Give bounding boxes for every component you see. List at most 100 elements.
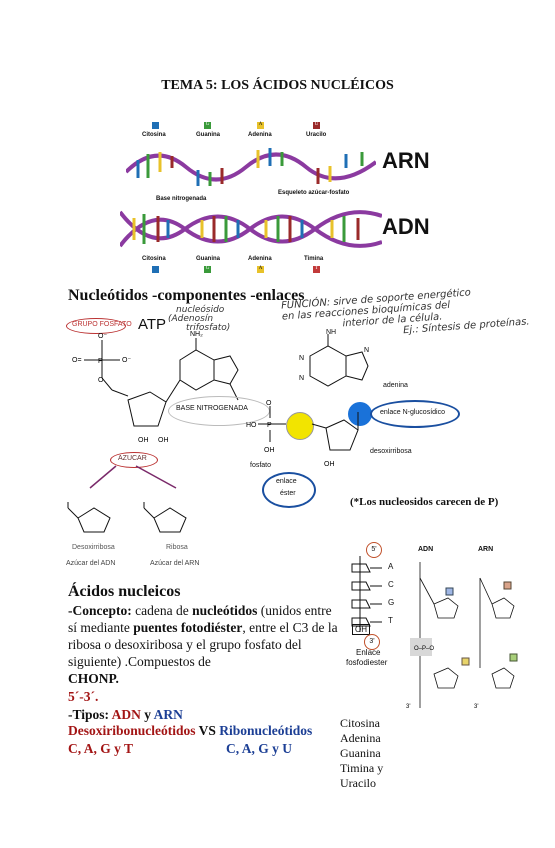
citosina-swatch: [152, 122, 159, 129]
bases-list: Citosina Adenina Guanina Timina y Uracil…: [340, 716, 383, 791]
svg-text:O: O: [266, 400, 272, 407]
svg-text:OH: OH: [324, 461, 335, 468]
svg-text:OH: OH: [158, 437, 169, 444]
fosfato-label: fosfato: [250, 462, 272, 469]
enlace-n-label: enlace N-glucosídico: [380, 409, 445, 416]
strand-letter-t: T: [388, 616, 393, 625]
label-adenina-bottom: Adenina: [248, 256, 272, 262]
svg-text:P: P: [98, 358, 103, 365]
adn-arn-structure: O–P–O 3' 3': [406, 562, 518, 710]
label-citosina-top: Citosina: [142, 132, 166, 138]
adenina-swatch-bottom: A: [257, 266, 264, 273]
strand-backbone: [351, 556, 382, 632]
arn-label: ARN: [382, 148, 430, 173]
azucar-oval: [110, 452, 158, 468]
desoxirribosa-ring: [67, 502, 111, 533]
oh-yellow-circle: [286, 412, 314, 440]
list-item: Guanina: [340, 746, 381, 760]
citosina-swatch-bottom: [152, 266, 159, 273]
label-adenina-top: Adenina: [248, 132, 272, 138]
dna-helix-graphic: [120, 210, 382, 248]
enlace-fosfodiester-2: fosfodiester: [346, 658, 388, 667]
adenina-label: adenina: [383, 382, 408, 389]
label-guanina-bottom: Guanina: [196, 256, 221, 262]
desoxi-label: Desoxiribonucleótidos: [68, 723, 196, 738]
svg-text:N: N: [299, 375, 304, 382]
concepto-label: -Concepto:: [68, 603, 132, 618]
diagram-arn-label: ARN: [478, 546, 494, 553]
enlace-n-oval: [370, 400, 460, 428]
concepto-bold-2: puentes fotodiéster: [133, 620, 243, 635]
chonp: CHONP.: [68, 671, 119, 686]
acidos-heading: Ácidos nucleicos: [68, 583, 181, 600]
five-prime-circle: 5': [366, 542, 382, 558]
ribosa-ring: [143, 502, 187, 533]
bases-adn: C, A, G y T: [68, 741, 134, 756]
concepto-text-3: , entre el C3 de la ribosa o desoxiribos…: [68, 620, 338, 669]
tipos-label: -Tipos:: [68, 707, 112, 722]
strand-letter-c: C: [388, 580, 394, 589]
atp-note-2: (Adenosín: [168, 314, 214, 324]
concepto-text-1: cadena de: [131, 603, 193, 618]
oh-box: OH: [352, 624, 370, 635]
svg-text:O=: O=: [72, 357, 82, 364]
bases-arn: C, A, G y U: [226, 741, 293, 756]
base-nitrogenada-label: BASE NITROGENADA: [176, 405, 248, 412]
grupo-fosfato-label: GRUPO FOSFATO: [72, 321, 132, 328]
tipos-adn: ADN: [111, 707, 141, 722]
concepto-bold-1: nucleótidos: [192, 603, 258, 618]
svg-text:P: P: [267, 422, 272, 429]
desoxirribosa-label-right: desoxirribosa: [370, 448, 412, 455]
rna-strand-graphic: [126, 148, 376, 186]
svg-text:O: O: [98, 377, 104, 384]
svg-text:N: N: [364, 347, 369, 354]
svg-text:OH: OH: [264, 447, 275, 454]
ribo-label: Ribonucleótidos: [219, 723, 313, 738]
timina-swatch-bottom: T: [313, 266, 320, 273]
vs-label: VS: [195, 723, 220, 738]
label-uracilo-top: Uracilo: [306, 132, 327, 138]
azucar-label: AZUCAR: [118, 455, 147, 462]
adn-label: ADN: [382, 214, 430, 239]
list-item: Citosina: [340, 716, 381, 730]
svg-text:O⁻: O⁻: [98, 333, 107, 340]
tipos-y: y: [140, 707, 154, 722]
svg-text:3': 3': [474, 704, 478, 710]
direction-5-3: 5´-3´.: [68, 689, 99, 704]
nucleotide-structure-graphic: O⁻ O= P O⁻ O NH₂ OH OH: [72, 331, 239, 444]
tipos-line: -Tipos: ADN y ARN: [68, 706, 183, 723]
svg-text:O⁻: O⁻: [122, 357, 131, 364]
grupo-fosfato-oval: [66, 318, 126, 334]
svg-text:3': 3': [406, 704, 410, 710]
svg-text:O–P–O: O–P–O: [414, 646, 434, 652]
svg-text:NH₂: NH₂: [190, 331, 203, 338]
diagram-adn-label: ADN: [418, 546, 434, 553]
desoxi-vs-ribo: Desoxiribonucleótidos VS Ribonucleótidos: [68, 722, 312, 739]
concepto-text-2: (unidos entre sí mediante: [68, 603, 332, 635]
list-item: Timina y: [340, 761, 384, 775]
h-blue-circle: [348, 402, 372, 426]
ribosa-label: Ribosa: [166, 544, 188, 551]
svg-text:HO: HO: [246, 422, 257, 429]
strand-letter-g: G: [388, 598, 395, 607]
atp-note-1: nucleósido: [176, 305, 225, 315]
label-guanina-top: Guanina: [196, 132, 221, 138]
strand-letter-a: A: [388, 562, 394, 571]
svg-text:OH: OH: [138, 437, 149, 444]
desoxirribosa-label: Desoxirribosa: [72, 544, 115, 551]
enlace-fosfodiester-1: Enlace: [356, 648, 381, 657]
label-esqueleto: Esqueleto azúcar-fosfato: [278, 190, 350, 196]
adenina-structure: N N N: [299, 334, 369, 387]
label-base-nitrogenada: Base nitrogenada: [156, 196, 207, 202]
nucleosidos-note: (*Los nucleosidos carecen de P): [350, 496, 499, 508]
nh2-label: NH: [326, 329, 337, 336]
azucar-arn-label: Azúcar del ARN: [150, 560, 200, 567]
atp-note: nucleósido (Adenosín trifosfato): [168, 306, 230, 333]
enlace-ester-label-1: enlace: [276, 478, 297, 485]
concepto-paragraph: -Concepto: cadena de nucleótidos (unidos…: [68, 602, 340, 670]
section-heading-nucleotidos: Nucleótidos -componentes -enlaces: [68, 287, 305, 304]
azucar-adn-label: Azúcar del ADN: [66, 560, 116, 567]
helix-figure: G A U Citosina Guanina Adenina Uracilo A…: [120, 118, 440, 278]
enlace-ester-label-2: éster: [280, 490, 296, 497]
guanina-swatch-bottom: G: [204, 266, 211, 273]
